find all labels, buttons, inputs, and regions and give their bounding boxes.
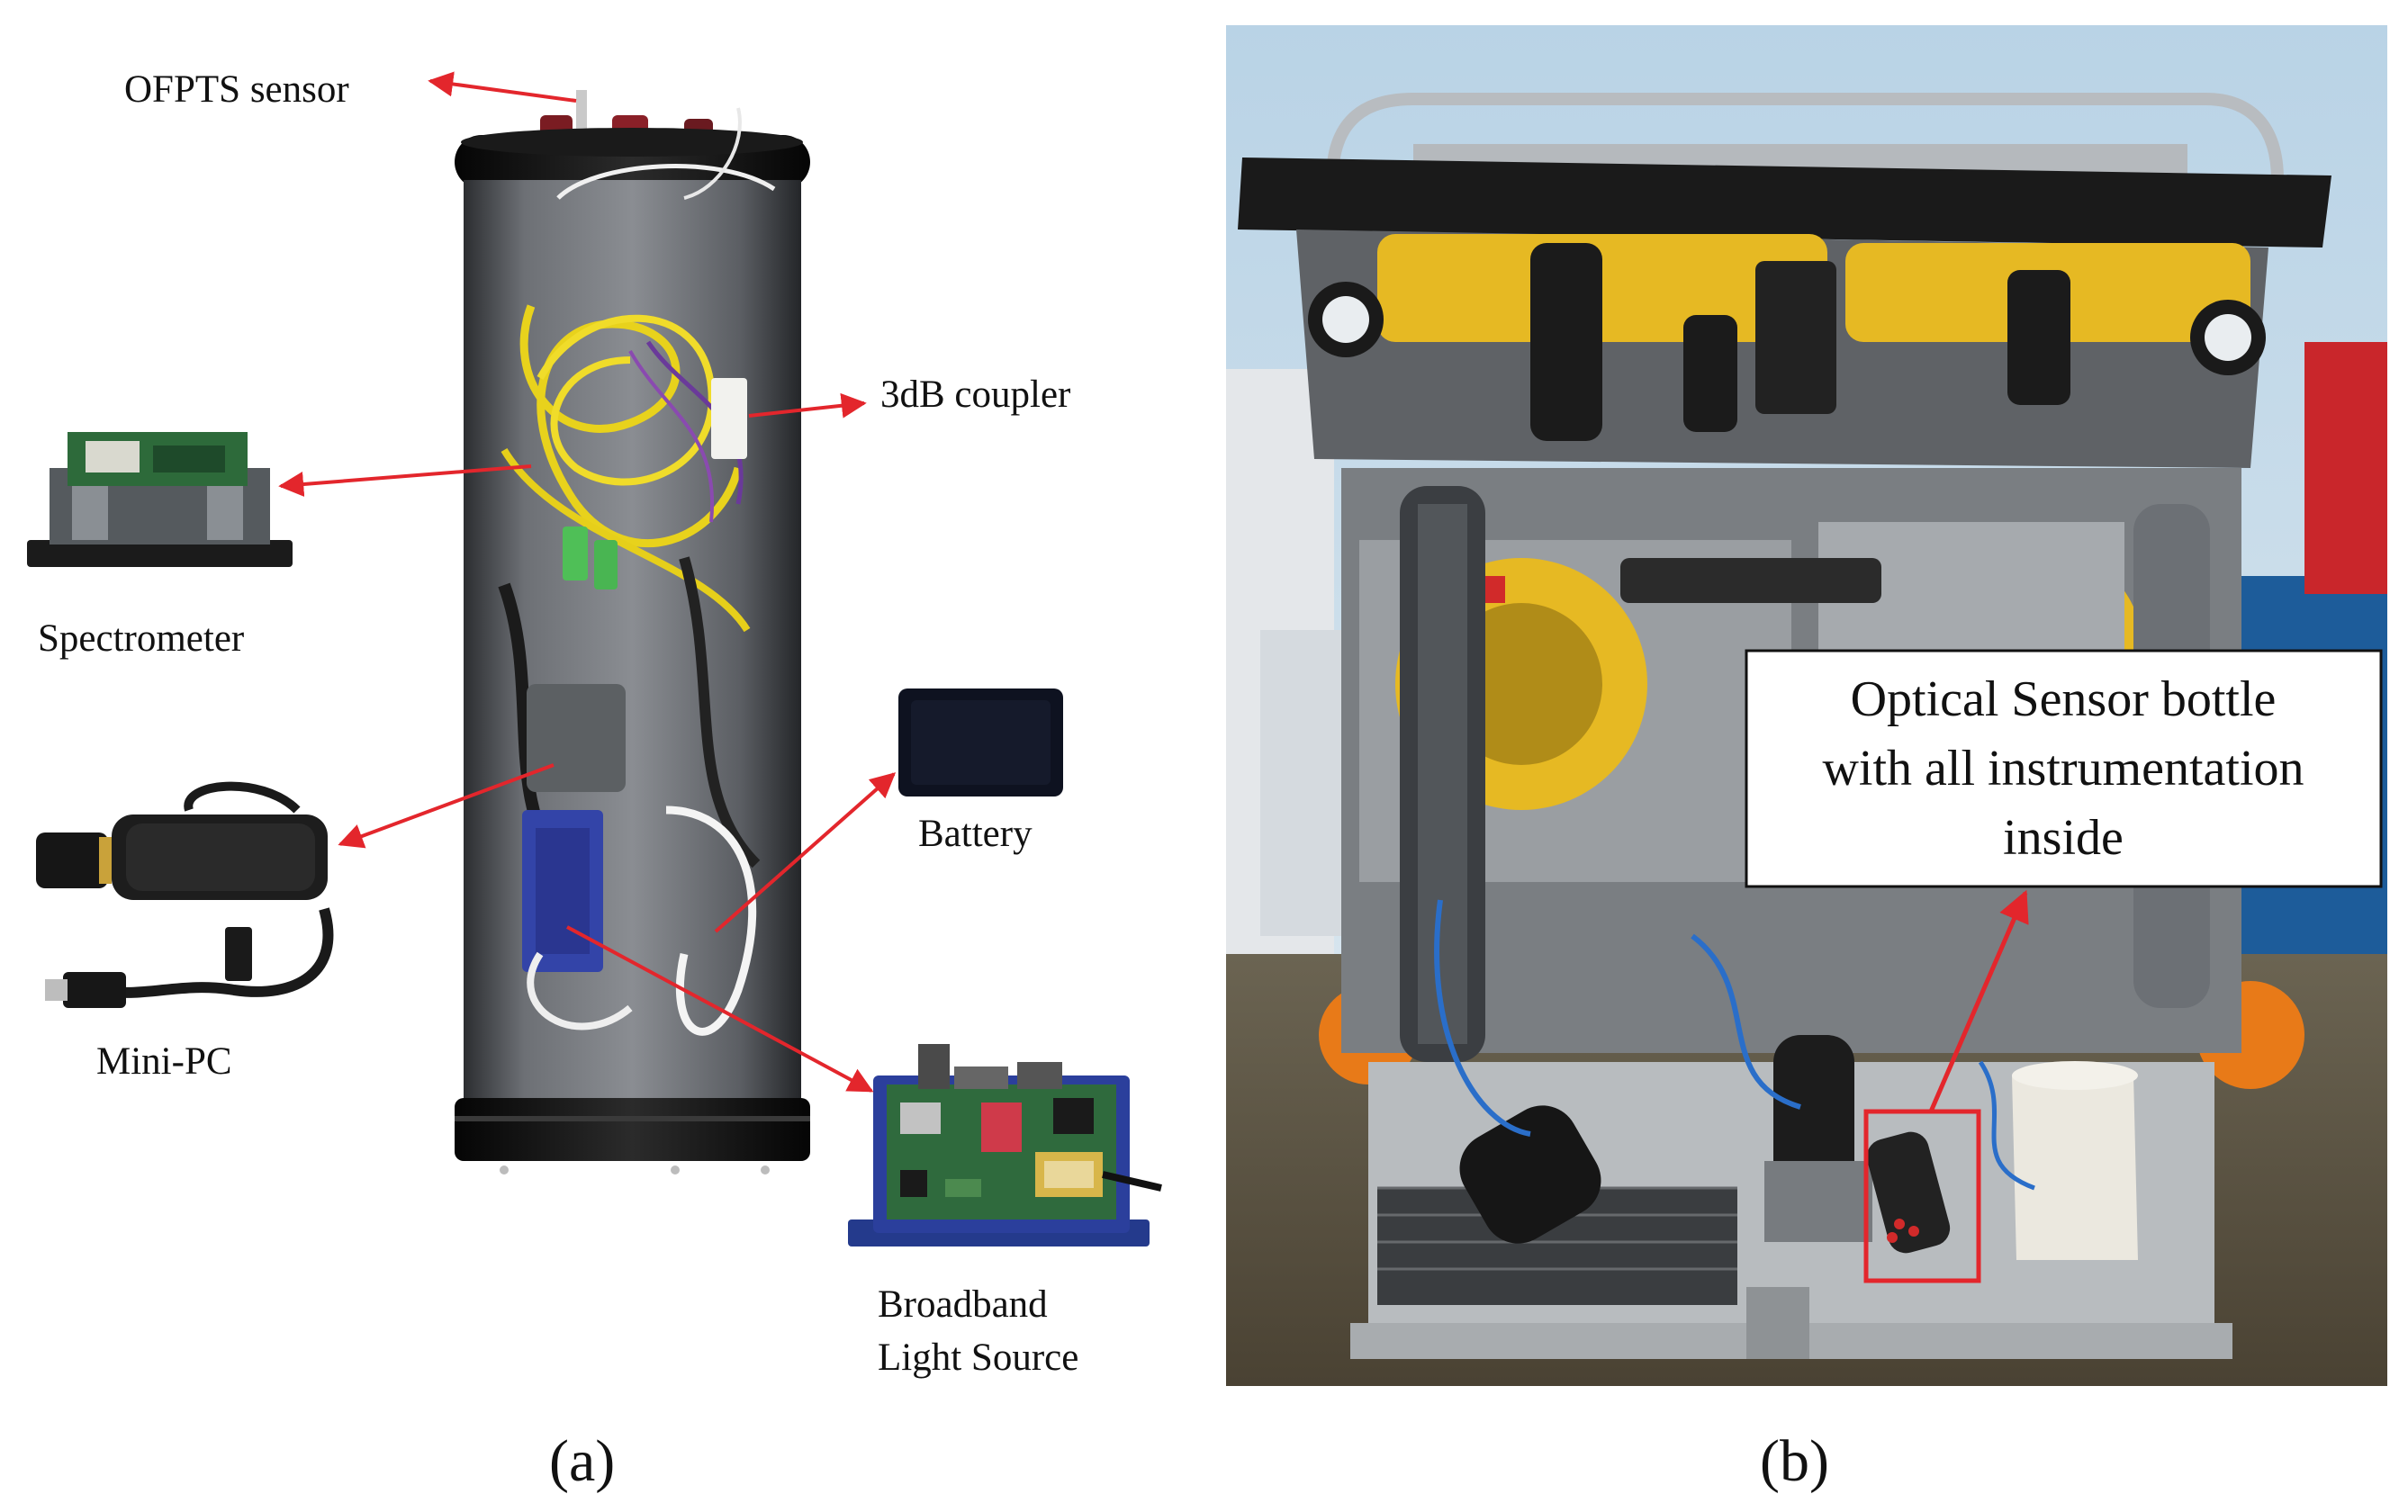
callout-box: Optical Sensor bottle with all instrumen… — [1745, 649, 2383, 888]
caption-a: (a) — [549, 1428, 615, 1494]
label-battery: Battery — [918, 813, 1033, 855]
arrow-callout — [1928, 889, 2029, 1112]
annotation-arrows-a — [278, 71, 897, 1093]
caption-b: (b) — [1760, 1428, 1829, 1494]
highlight-box-bottle — [1863, 1109, 1981, 1283]
arrow-spectrometer — [278, 464, 532, 497]
spectrometer-icon — [27, 432, 293, 567]
arrow-battery — [714, 772, 897, 933]
label-light-source-line1: Broadband — [878, 1283, 1048, 1326]
light-source-board-icon — [848, 1044, 1162, 1246]
callout-line3: inside — [2003, 810, 2124, 866]
arrow-ofpts — [428, 71, 577, 103]
sensor-bottle-icon — [455, 90, 810, 1174]
label-ofpts-sensor: OFPTS sensor — [124, 68, 349, 111]
label-light-source-line2: Light Source — [878, 1336, 1078, 1379]
arrow-mini-pc — [338, 763, 555, 849]
arrow-light-source — [566, 925, 874, 1093]
callout-line1: Optical Sensor bottle — [1851, 671, 2277, 727]
battery-icon — [898, 688, 1063, 796]
callout-line2: with all instrumentation — [1822, 741, 2304, 796]
arrow-coupler — [748, 392, 867, 418]
mini-pc-icon — [36, 781, 334, 1008]
label-3db-coupler: 3dB coupler — [880, 374, 1070, 416]
panel-a: OFPTS sensor 3dB coupler Spectrometer Ba… — [27, 68, 1162, 1494]
panel-b: Optical Sensor bottle with all instrumen… — [1226, 25, 2387, 1494]
label-mini-pc: Mini-PC — [96, 1040, 232, 1083]
label-spectrometer: Spectrometer — [38, 617, 244, 660]
